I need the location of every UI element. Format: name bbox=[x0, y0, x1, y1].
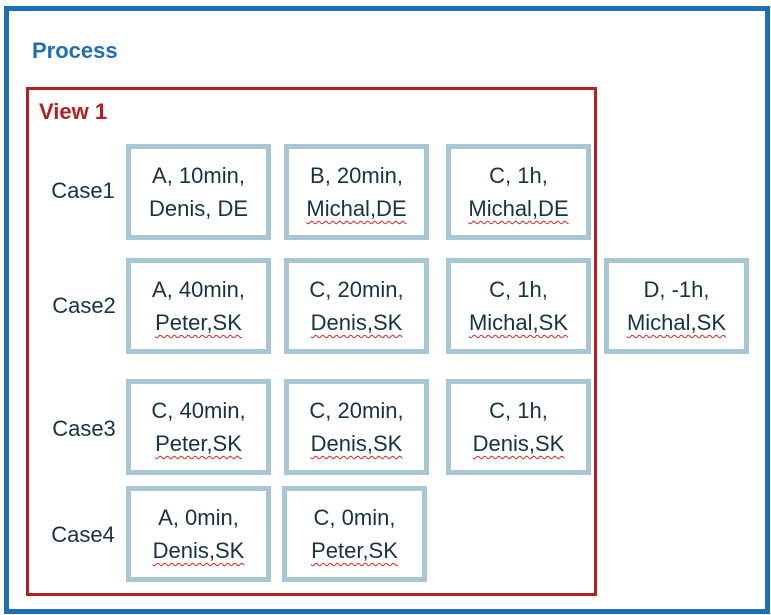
event-line-1: D, -1h, bbox=[643, 277, 710, 302]
event-line-2: Peter,SK bbox=[155, 310, 242, 335]
case-label-case2: Case2 bbox=[52, 293, 116, 318]
event-box-case1-2[interactable]: B, 20min, Michal,DE bbox=[284, 144, 429, 240]
event-line-2: Denis,SK bbox=[472, 431, 565, 456]
event-box-case3-1[interactable]: C, 40min, Peter,SK bbox=[126, 379, 271, 475]
event-line-2: Denis,SK bbox=[310, 431, 403, 456]
event-box-case2-1[interactable]: A, 40min, Peter,SK bbox=[126, 258, 271, 354]
event-line-1: B, 20min, bbox=[310, 163, 403, 188]
event-line-2: Peter,SK bbox=[155, 431, 242, 456]
event-box-case1-1[interactable]: A, 10min, Denis, DE bbox=[126, 144, 271, 240]
event-line-1: C, 1h, bbox=[489, 398, 548, 423]
event-line-2: Denis,SK bbox=[152, 538, 245, 563]
event-box-case2-2[interactable]: C, 20min, Denis,SK bbox=[284, 258, 429, 354]
process-title: Process bbox=[32, 38, 118, 63]
event-line-1: C, 1h, bbox=[489, 163, 548, 188]
event-line-2: Denis,SK bbox=[310, 310, 403, 335]
event-line-1: C, 20min, bbox=[309, 398, 404, 423]
event-box-case1-3[interactable]: C, 1h, Michal,DE bbox=[446, 144, 591, 240]
case-label-case1: Case1 bbox=[51, 178, 115, 203]
case-label-case3: Case3 bbox=[52, 416, 116, 441]
event-box-case4-1[interactable]: A, 0min, Denis,SK bbox=[126, 486, 271, 582]
event-line-1: C, 40min, bbox=[151, 398, 246, 423]
event-line-2: Michal,DE bbox=[468, 196, 569, 221]
view-title: View 1 bbox=[39, 99, 108, 124]
event-line-1: C, 0min, bbox=[313, 505, 396, 530]
event-box-case2-4[interactable]: D, -1h, Michal,SK bbox=[604, 258, 749, 354]
event-line-1: A, 0min, bbox=[158, 505, 239, 530]
event-line-2: Michal,SK bbox=[468, 310, 569, 335]
case-label-case4: Case4 bbox=[51, 522, 115, 547]
event-line-1: A, 10min, bbox=[152, 163, 245, 188]
event-box-case4-2[interactable]: C, 0min, Peter,SK bbox=[282, 486, 427, 582]
event-line-2: Denis, DE bbox=[148, 196, 249, 221]
event-box-case3-3[interactable]: C, 1h, Denis,SK bbox=[446, 379, 591, 475]
event-line-2: Peter,SK bbox=[311, 538, 398, 563]
event-box-case2-3[interactable]: C, 1h, Michal,SK bbox=[446, 258, 591, 354]
event-line-2: Michal,DE bbox=[306, 196, 407, 221]
event-box-case3-2[interactable]: C, 20min, Denis,SK bbox=[284, 379, 429, 475]
process-frame bbox=[4, 6, 770, 614]
event-line-2: Michal,SK bbox=[626, 310, 727, 335]
event-line-1: C, 1h, bbox=[489, 277, 548, 302]
view-frame bbox=[26, 87, 597, 596]
event-line-1: C, 20min, bbox=[309, 277, 404, 302]
event-line-1: A, 40min, bbox=[152, 277, 245, 302]
